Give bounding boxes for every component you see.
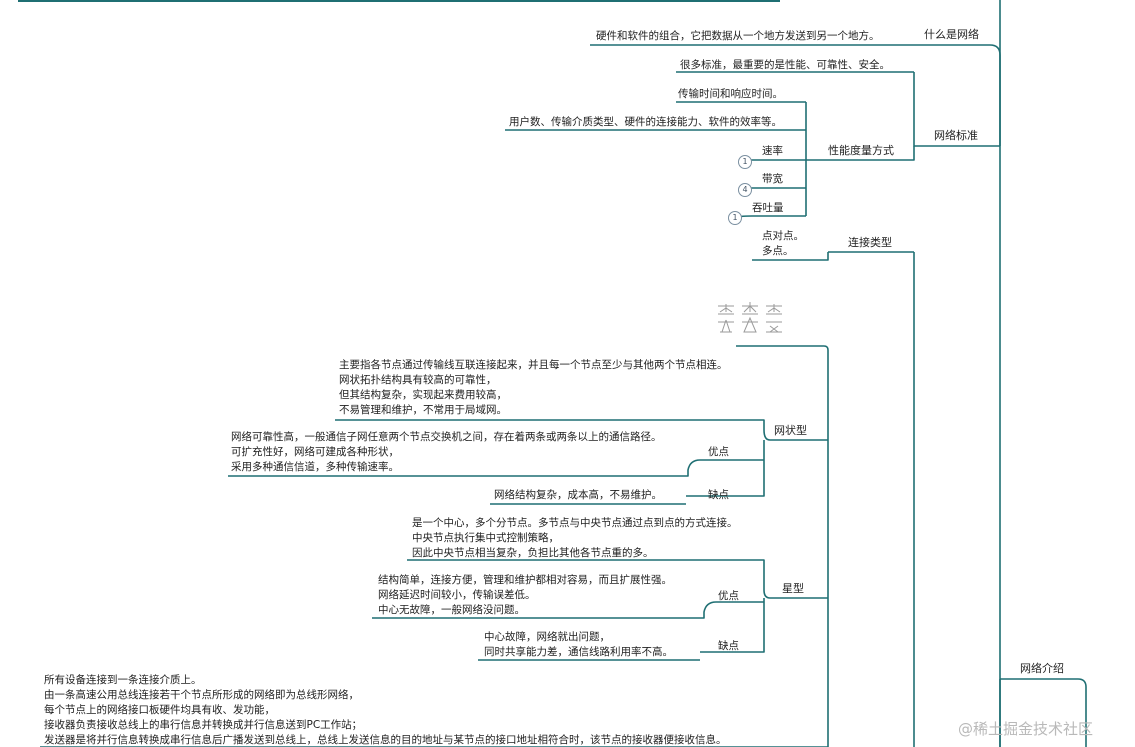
node-star-cons-label[interactable]: 缺点 bbox=[718, 640, 739, 652]
node-star-desc: 中央节点执行集中式控制策略， bbox=[412, 532, 559, 544]
topology-image-icon bbox=[718, 302, 782, 333]
node-bus-desc: 发送器是将并行信息转换成串行信息后广播发送到总线上，总线上发送信息的目的地址与某… bbox=[44, 734, 727, 746]
node-perf-item: 速率 bbox=[762, 145, 783, 157]
count-badge[interactable]: 1 bbox=[738, 155, 752, 169]
node-bus-desc: 每个节点上的网络接口板硬件均具有收、发功能， bbox=[44, 704, 275, 716]
node-bus-desc: 由一条高速公用总线连接若干个节点所形成的网络即为总线形网络， bbox=[44, 689, 359, 701]
node-star-cons: 中心故障，网络就出问题， bbox=[484, 631, 610, 643]
node-standard-desc: 很多标准，最重要的是性能、可靠性、安全。 bbox=[680, 59, 890, 71]
node-connection-item: 点对点。 bbox=[762, 230, 804, 242]
node-star-desc: 是一个中心，多个分节点。多节点与中央节点通过点到点的方式连接。 bbox=[412, 517, 738, 529]
node-mesh-desc: 但其结构复杂，实现起来费用较高， bbox=[339, 389, 507, 401]
node-bus-desc: 所有设备连接到一条连接介质上。 bbox=[44, 674, 202, 686]
node-mesh[interactable]: 网状型 bbox=[774, 424, 807, 437]
node-perf-item: 吞吐量 bbox=[752, 202, 784, 214]
node-mesh-pros: 网络可靠性高，一般通信子网任意两个节点交换机之间，存在着两条或两条以上的通信路径… bbox=[231, 431, 662, 443]
node-network-standard[interactable]: 网络标准 bbox=[934, 129, 978, 142]
node-perf-item: 用户数、传输介质类型、硬件的连接能力、软件的效率等。 bbox=[509, 116, 782, 128]
node-mesh-desc: 网状拓扑结构具有较高的可靠性， bbox=[339, 374, 497, 386]
node-star-pros: 中心无故障，一般网络没问题。 bbox=[378, 604, 525, 616]
count-badge[interactable]: 4 bbox=[738, 183, 752, 197]
node-star[interactable]: 星型 bbox=[782, 582, 804, 595]
node-mesh-cons-label[interactable]: 缺点 bbox=[708, 489, 729, 501]
node-mesh-pros: 采用多种通信信道，多种传输速率。 bbox=[231, 461, 399, 473]
node-bus-desc: 接收器负责接收总线上的串行信息并转换成并行信息送到PC工作站； bbox=[44, 719, 363, 731]
node-connection-type[interactable]: 连接类型 bbox=[848, 236, 892, 249]
node-perf-measure[interactable]: 性能度量方式 bbox=[828, 144, 894, 157]
node-star-pros-label[interactable]: 优点 bbox=[718, 590, 739, 602]
node-star-pros: 结构简单，连接方便，管理和维护都相对容易，而且扩展性强。 bbox=[378, 574, 672, 586]
count-badge[interactable]: 1 bbox=[728, 211, 742, 225]
node-mesh-desc: 不易管理和维护，不常用于局域网。 bbox=[339, 404, 507, 416]
node-network-intro[interactable]: 网络介绍 bbox=[1020, 662, 1064, 675]
node-what-is-network-desc: 硬件和软件的组合，它把数据从一个地方发送到另一个地方。 bbox=[596, 30, 880, 42]
node-mesh-pros: 可扩充性好，网络可建成各种形状， bbox=[231, 446, 399, 458]
node-mesh-cons: 网络结构复杂，成本高，不易维护。 bbox=[494, 489, 662, 501]
node-connection-item: 多点。 bbox=[762, 245, 794, 257]
node-mesh-pros-label[interactable]: 优点 bbox=[708, 446, 729, 458]
watermark: @稀土掘金技术社区 bbox=[958, 720, 1094, 738]
node-perf-item: 传输时间和响应时间。 bbox=[678, 88, 783, 100]
node-star-cons: 同时共享能力差，通信线路利用率不高。 bbox=[484, 646, 673, 658]
node-star-desc: 因此中央节点相当复杂，负担比其他各节点重的多。 bbox=[412, 547, 654, 559]
node-what-is-network[interactable]: 什么是网络 bbox=[924, 28, 979, 41]
node-mesh-desc: 主要指各节点通过传输线互联连接起来，并且每一个节点至少与其他两个节点相连。 bbox=[339, 359, 728, 371]
node-perf-item: 带宽 bbox=[762, 173, 783, 185]
node-star-pros: 网络延迟时间较小，传输误差低。 bbox=[378, 589, 536, 601]
